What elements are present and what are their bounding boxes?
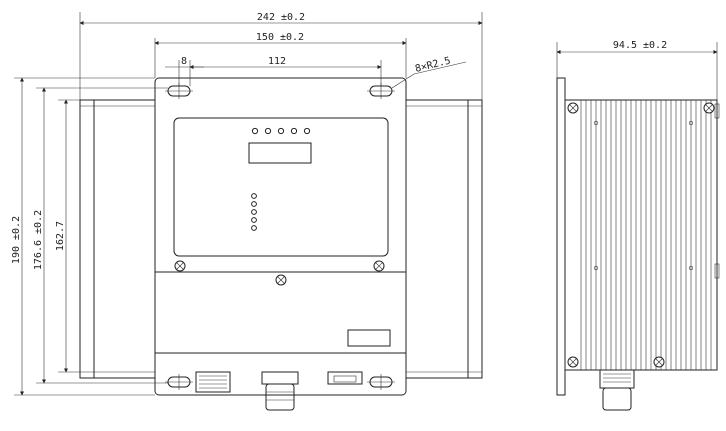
dim-slot-offset: 8 <box>181 56 187 67</box>
led-indicator <box>251 127 259 135</box>
lcd-window <box>248 142 312 164</box>
led-indicator <box>277 127 285 135</box>
cable-gland <box>261 371 299 411</box>
screw <box>275 274 287 286</box>
dim-body-height: 176.6 ±0.2 <box>33 210 44 270</box>
led-indicator <box>290 127 298 135</box>
screw <box>174 260 186 272</box>
heatsink-fins <box>580 100 712 370</box>
mounting-hole <box>593 120 599 126</box>
dim-slot-spacing: 112 <box>268 56 286 67</box>
display-panel <box>173 117 389 257</box>
led-indicator <box>251 209 257 215</box>
screw <box>703 102 715 114</box>
mounting-hole <box>593 265 599 271</box>
side-view: 94.5 ±0.2 <box>556 40 720 411</box>
front-view <box>79 77 483 411</box>
dim-overall-width: 242 ±0.2 <box>257 12 305 23</box>
led-indicator <box>251 225 257 231</box>
mounting-hole <box>688 265 694 271</box>
side-led-column <box>251 193 257 231</box>
mounting-slot <box>165 374 193 390</box>
dim-fin-height: 162.7 <box>55 221 66 251</box>
led-indicator <box>303 127 311 135</box>
side-connector <box>599 369 635 411</box>
mounting-hole <box>688 120 694 126</box>
connector <box>327 371 363 385</box>
connector <box>195 371 231 393</box>
mounting-slot <box>367 374 395 390</box>
dimension-lines <box>14 12 483 396</box>
led-indicator <box>264 127 272 135</box>
dim-overall-height: 190 ±0.2 <box>11 216 22 264</box>
screw <box>653 356 665 368</box>
screw <box>567 102 579 114</box>
dim-hole-radius: 8×R2.5 <box>414 55 452 74</box>
led-indicator <box>251 201 257 207</box>
led-indicator <box>251 217 257 223</box>
dim-plate-width: 150 ±0.2 <box>256 32 304 43</box>
dim-side-depth: 94.5 ±0.2 <box>613 40 667 51</box>
screw <box>567 356 579 368</box>
screw <box>373 260 385 272</box>
mounting-plate <box>154 77 407 396</box>
led-indicator <box>251 193 257 199</box>
side-plate <box>556 77 566 396</box>
top-led-row <box>251 127 311 135</box>
label-plate <box>347 329 391 347</box>
